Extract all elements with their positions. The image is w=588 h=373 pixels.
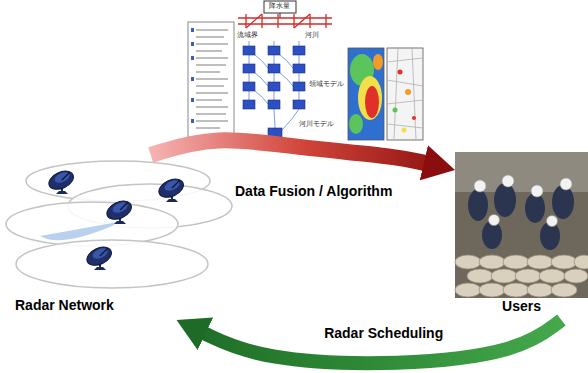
chart-label: 河川 [304, 31, 320, 39]
radar-dish [46, 167, 186, 270]
radar-coverage [6, 161, 232, 288]
flow-arrow [151, 140, 428, 163]
chart-label: 降水量 [268, 2, 291, 10]
flow-arrow [202, 320, 562, 363]
chart-label: 流域界 [236, 31, 259, 39]
illustration-group: Users [455, 152, 588, 320]
chart-label: 領域モデル [308, 80, 345, 88]
group-title: Users [502, 298, 541, 314]
group-title: Data Fusion / Algorithm [235, 183, 392, 199]
chart-label: 河川モデル [298, 120, 335, 128]
group-title: Radar Network [15, 297, 114, 313]
edge-label: Radar Scheduling [324, 325, 443, 341]
data-fusion-illustration [188, 1, 423, 144]
users-photo [455, 152, 588, 298]
illustration-group: Radar Network [5, 155, 240, 320]
